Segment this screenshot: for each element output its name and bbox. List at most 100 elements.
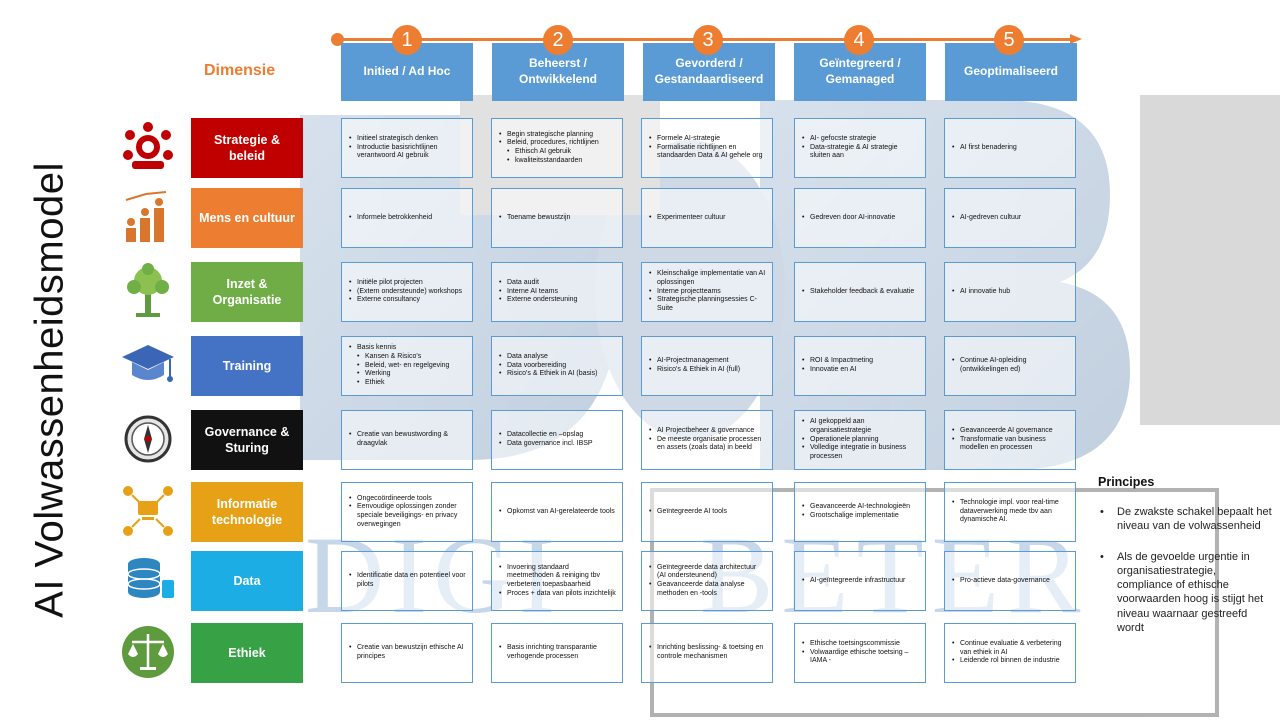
cell-bullet: Externe consultancy	[348, 296, 466, 305]
people-growth-icon	[112, 187, 184, 249]
cell-bullet: Risico's & Ethiek in AI (full)	[648, 366, 766, 375]
graduation-cap-icon	[112, 334, 184, 396]
cell-bullet: Kansen & Risico's	[348, 353, 466, 362]
cell-bullet: Introductie basisrichtlijnen verantwoord…	[348, 144, 466, 162]
matrix-cell: AI- gefocste strategieData-strategie & A…	[794, 118, 926, 178]
cell-bullet: Gedreven door AI-innovatie	[801, 214, 919, 223]
matrix-cell: Geavanceerde AI-technologieënGrootschali…	[794, 482, 926, 542]
cell-bullet-list: Geïntegreerde data architectuur (AI onde…	[648, 564, 766, 599]
cell-bullet: Geavanceerde data analyse methoden en -t…	[648, 581, 766, 599]
cell-bullet: AI-geïntegreerde infrastructuur	[801, 577, 919, 586]
stage-number-5: 5	[994, 25, 1024, 55]
cell-bullet-list: AI-ProjectmanagementRisico's & Ethiek in…	[648, 357, 766, 375]
matrix-cell: Formele AI-strategieFormalisatie richtli…	[641, 118, 773, 178]
cell-bullet: Ethiek	[348, 379, 466, 388]
cell-bullet-list: AI innovatie hub	[951, 288, 1069, 297]
cell-bullet-list: Basis inrichting transparantie verhogend…	[498, 644, 616, 662]
cell-bullet-list: Inrichting beslissing- & toetsing en con…	[648, 644, 766, 662]
cell-bullet: AI first benadering	[951, 144, 1069, 153]
cell-bullet: Opkomst van AI-gerelateerde tools	[498, 508, 616, 517]
cell-bullet: AI-Projectmanagement	[648, 357, 766, 366]
cell-bullet: De meeste organisatie processen en asset…	[648, 436, 766, 454]
cell-bullet: Experimenteer cultuur	[648, 214, 766, 223]
matrix-cell: Geavanceerde AI governanceTransformatie …	[944, 410, 1076, 470]
cell-bullet-list: Geavanceerde AI-technologieënGrootschali…	[801, 503, 919, 521]
cell-bullet-list: Datacollectie en –opslagData governance …	[498, 431, 616, 449]
cell-bullet: Technologie impl. voor real-time dataver…	[951, 499, 1069, 525]
dimension-mens-en-cultuur: Mens en cultuur	[191, 188, 303, 248]
cell-bullet-list: Opkomst van AI-gerelateerde tools	[498, 508, 616, 517]
matrix-cell: Basis kennisKansen & Risico'sBeleid, wet…	[341, 336, 473, 396]
cell-bullet: Proces + data van pilots inzichtelijk	[498, 590, 616, 599]
compass-icon	[112, 408, 184, 470]
cell-bullet: Ethische toetsingscommissie	[801, 640, 919, 649]
cell-bullet-list: Gedreven door AI-innovatie	[801, 214, 919, 223]
cell-bullet-list: Informele betrokkenheid	[348, 214, 466, 223]
matrix-cell: Creatie van bewustwording & draagvlak	[341, 410, 473, 470]
cell-bullet-list: Data auditInterne AI teamsExterne onders…	[498, 279, 616, 305]
cell-bullet: Innovatie en AI	[801, 366, 919, 375]
cell-bullet: Basis kennis	[348, 344, 466, 353]
cell-bullet: Interne AI teams	[498, 288, 616, 297]
matrix-cell: Pro-actieve data-governance	[944, 551, 1076, 611]
it-network-icon	[112, 480, 184, 542]
cell-bullet-list: Creatie van bewustzijn ethische AI princ…	[348, 644, 466, 662]
cell-bullet-list: AI gekoppeld aan organisatiestrategieOpe…	[801, 418, 919, 462]
cell-bullet: AI gekoppeld aan organisatiestrategie	[801, 418, 919, 436]
cell-bullet: ROI & Impactmeting	[801, 357, 919, 366]
matrix-cell: Inrichting beslissing- & toetsing en con…	[641, 623, 773, 683]
matrix-cell: AI-gedreven cultuur	[944, 188, 1076, 248]
cell-bullet: Eenvoudige oplossingen zonder speciale b…	[348, 503, 466, 529]
matrix-cell: Stakeholder feedback & evaluatie	[794, 262, 926, 322]
scales-of-justice-icon	[112, 621, 184, 683]
cell-bullet: Data governance incl. IBSP	[498, 440, 616, 449]
cell-bullet-list: Technologie impl. voor real-time dataver…	[951, 499, 1069, 525]
cell-bullet: Continue evaluatie & verbetering van eth…	[951, 640, 1069, 658]
matrix-cell: Invoering standaard meetmethoden & reini…	[491, 551, 623, 611]
matrix-cell: Initiële pilot projecten(Extern onderste…	[341, 262, 473, 322]
cell-bullet: Beleid, wet- en regelgeving	[348, 362, 466, 371]
cell-bullet-list: Continue AI-opleiding (ontwikkelingen ed…	[951, 357, 1069, 375]
cell-bullet-list: Begin strategische planningBeleid, proce…	[498, 131, 616, 166]
matrix-cell: Datacollectie en –opslagData governance …	[491, 410, 623, 470]
arrow-start-dot	[331, 33, 344, 46]
matrix-cell: Identificatie data en potentieel voor pi…	[341, 551, 473, 611]
matrix-cell: AI Projectbeheer & governanceDe meeste o…	[641, 410, 773, 470]
cell-bullet-list: Data analyseData voorbereidingRisico's &…	[498, 353, 616, 379]
cell-bullet-list: Toename bewustzijn	[498, 214, 616, 223]
matrix-cell: Ethische toetsingscommissieVolwaardige e…	[794, 623, 926, 683]
cell-bullet: Geïntegreerde data architectuur (AI onde…	[648, 564, 766, 582]
strategy-meeting-icon	[112, 116, 184, 178]
cell-bullet-list: AI first benadering	[951, 144, 1069, 153]
stage-number-4: 4	[844, 25, 874, 55]
cell-bullet: AI-gedreven cultuur	[951, 214, 1069, 223]
matrix-cell: Gedreven door AI-innovatie	[794, 188, 926, 248]
cell-bullet: Data audit	[498, 279, 616, 288]
cell-bullet: Invoering standaard meetmethoden & reini…	[498, 564, 616, 590]
matrix-cell: AI innovatie hub	[944, 262, 1076, 322]
cell-bullet: Externe ondersteuning	[498, 296, 616, 305]
cell-bullet-list: AI-geïntegreerde infrastructuur	[801, 577, 919, 586]
cell-bullet: Data voorbereiding	[498, 362, 616, 371]
cell-bullet-list: Invoering standaard meetmethoden & reini…	[498, 564, 616, 599]
cell-bullet: Formele AI-strategie	[648, 135, 766, 144]
model-title-text: AI Volwassenheidsmodel	[27, 162, 72, 618]
principle-item: De zwakste schakel bepaalt het niveau va…	[1098, 505, 1273, 534]
cell-bullet: Initiële pilot projecten	[348, 279, 466, 288]
matrix-cell: Data auditInterne AI teamsExterne onders…	[491, 262, 623, 322]
matrix-cell: Begin strategische planningBeleid, proce…	[491, 118, 623, 178]
cell-bullet-list: Initiële pilot projecten(Extern onderste…	[348, 279, 466, 305]
cell-bullet: Risico's & Ethiek in AI (basis)	[498, 370, 616, 379]
matrix-cell: AI first benadering	[944, 118, 1076, 178]
cell-bullet-list: AI-gedreven cultuur	[951, 214, 1069, 223]
matrix-cell: Initieel strategisch denkenIntroductie b…	[341, 118, 473, 178]
dimension-strategie-beleid: Strategie & beleid	[191, 118, 303, 178]
cell-bullet-list: Creatie van bewustwording & draagvlak	[348, 431, 466, 449]
cell-bullet: AI- gefocste strategie	[801, 135, 919, 144]
cell-bullet: Initieel strategisch denken	[348, 135, 466, 144]
principles-list: De zwakste schakel bepaalt het niveau va…	[1098, 505, 1273, 635]
principles-title: Principes	[1098, 475, 1155, 489]
cell-bullet: Stakeholder feedback & evaluatie	[801, 288, 919, 297]
dimension-inzet-organisatie: Inzet & Organisatie	[191, 262, 303, 322]
matrix-cell: AI gekoppeld aan organisatiestrategieOpe…	[794, 410, 926, 470]
